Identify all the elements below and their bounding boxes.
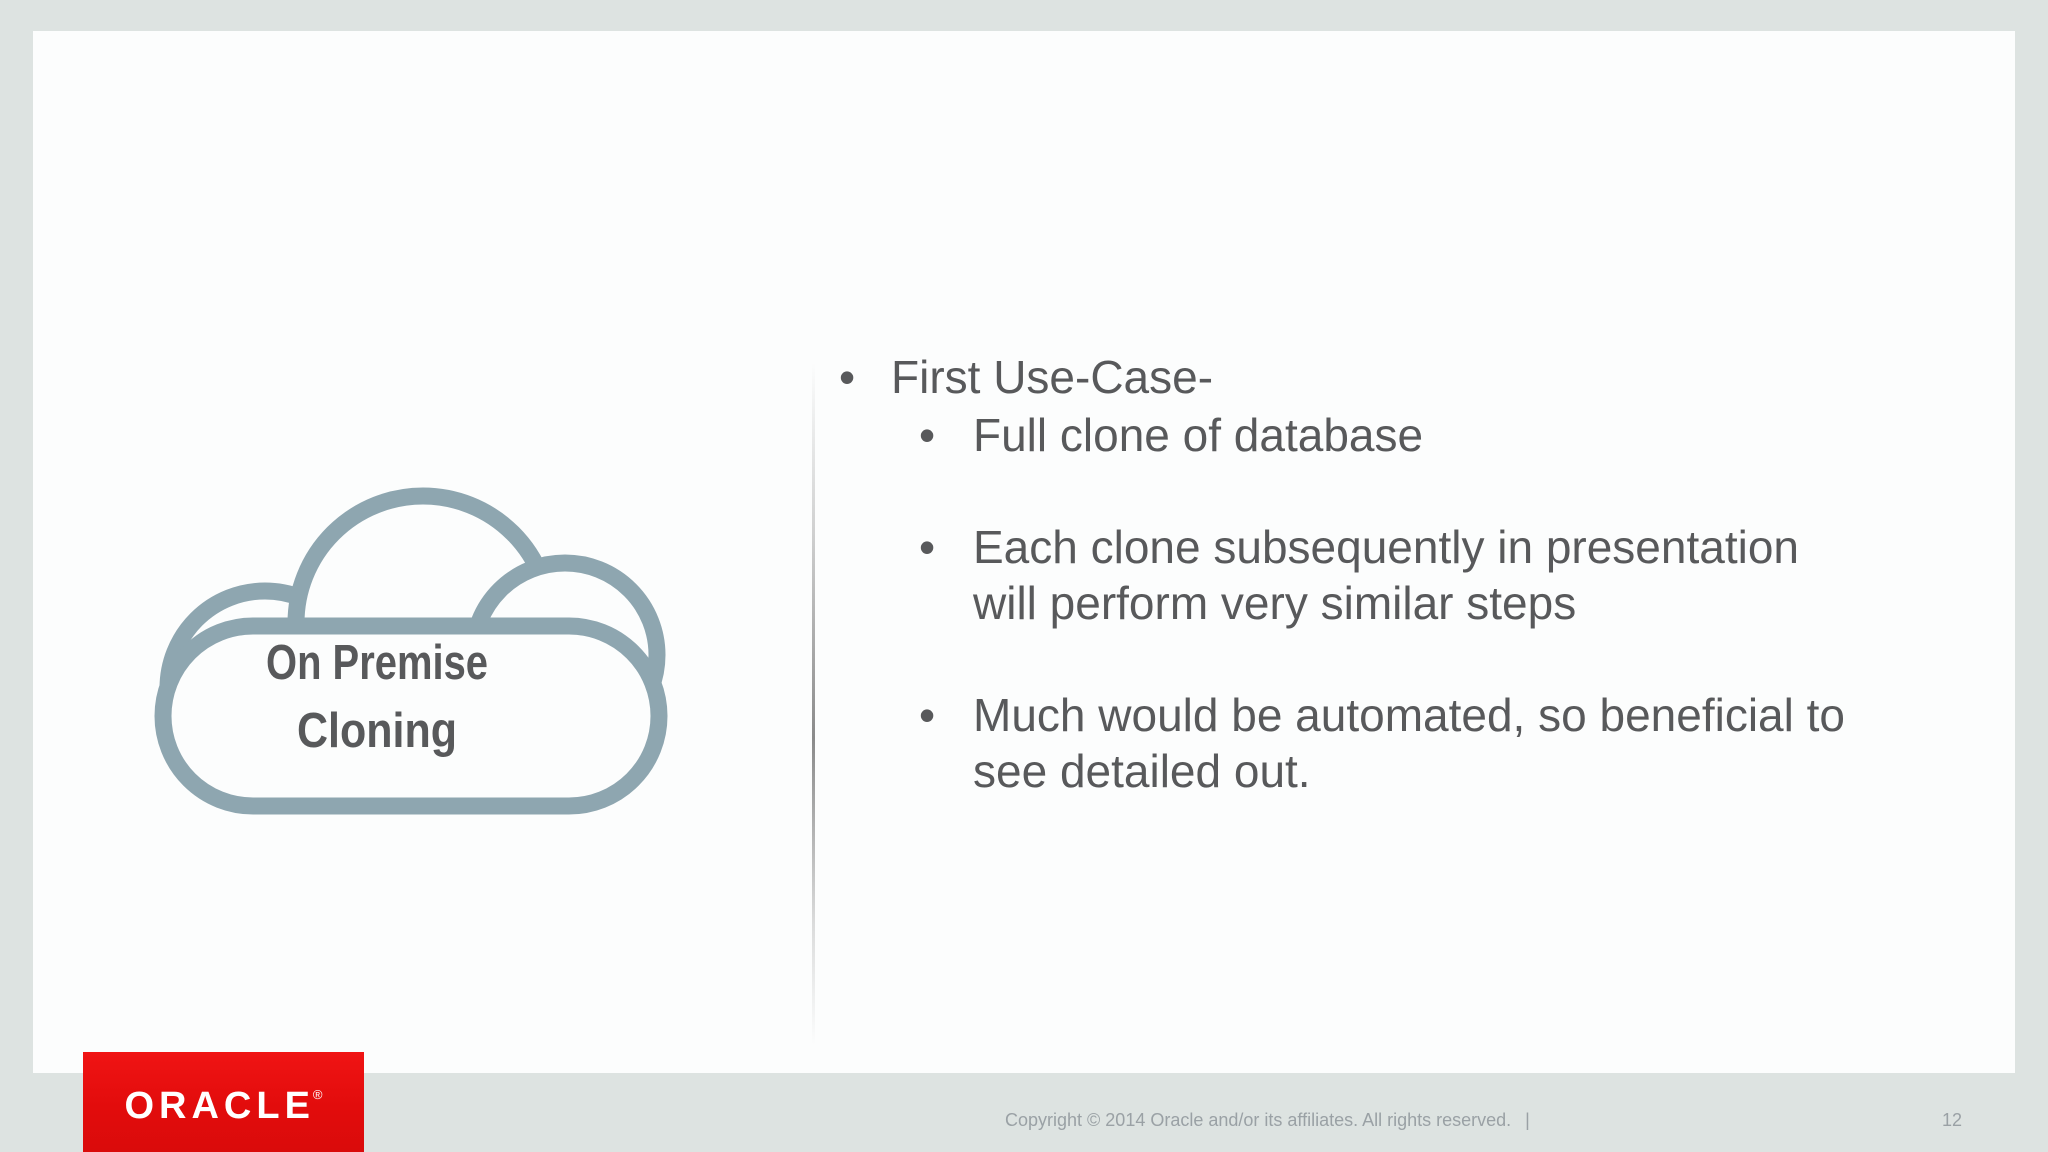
bullet-item: • Each clone subsequently in presentatio… <box>917 519 1989 631</box>
copyright-text: Copyright © 2014 Oracle and/or its affil… <box>1005 1110 1530 1131</box>
bullet-icon: • <box>919 689 936 741</box>
bullet-list: • First Use-Case- • Full clone of databa… <box>829 349 1989 799</box>
bullet-line: Much would be automated, so beneficial t… <box>973 689 1845 741</box>
bullet-item-text: Much would be automated, so beneficial t… <box>973 687 1845 799</box>
bullet-line: Full clone of database <box>973 409 1424 461</box>
bullet-icon: • <box>839 351 856 403</box>
page-number: 12 <box>1941 1110 1962 1130</box>
cloud-outline <box>154 487 668 815</box>
cloud-label-line1: On Premise <box>266 636 488 690</box>
cloud-label-line2: Cloning <box>297 704 457 758</box>
bullet-item: • Much would be automated, so beneficial… <box>917 687 1989 799</box>
cloud-body <box>154 617 668 815</box>
bullet-sublist: • Full clone of database • Each clone su… <box>917 407 1989 799</box>
bullet-item-text: Full clone of database <box>973 407 1423 463</box>
bullet-title-text: First Use-Case- <box>891 351 1214 403</box>
oracle-wordmark: ORACLE <box>124 1085 315 1127</box>
cloud-shape: On Premise Cloning <box>154 487 668 815</box>
oracle-logo: ORACLE ® <box>83 1052 364 1152</box>
vertical-divider <box>812 363 815 1045</box>
registered-trademark-icon: ® <box>312 1087 323 1102</box>
bullet-item-title: • First Use-Case- <box>829 349 1989 405</box>
footer-separator: | <box>1525 1110 1530 1130</box>
slide-body: On Premise Cloning • First Use-Case- • F… <box>33 31 2015 1073</box>
bullet-item: • Full clone of database <box>917 407 1989 463</box>
bullet-line: will perform very similar steps <box>973 577 1577 629</box>
oracle-wordmark-group: ORACLE ® <box>124 1087 322 1125</box>
bullet-line: Each clone subsequently in presentation <box>973 521 1800 573</box>
bullet-icon: • <box>919 409 936 461</box>
copyright-line: Copyright © 2014 Oracle and/or its affil… <box>1005 1110 1512 1130</box>
bullet-icon: • <box>919 521 936 573</box>
bullet-line: see detailed out. <box>973 745 1311 797</box>
bullet-item-text: Each clone subsequently in presentation … <box>973 519 1799 631</box>
